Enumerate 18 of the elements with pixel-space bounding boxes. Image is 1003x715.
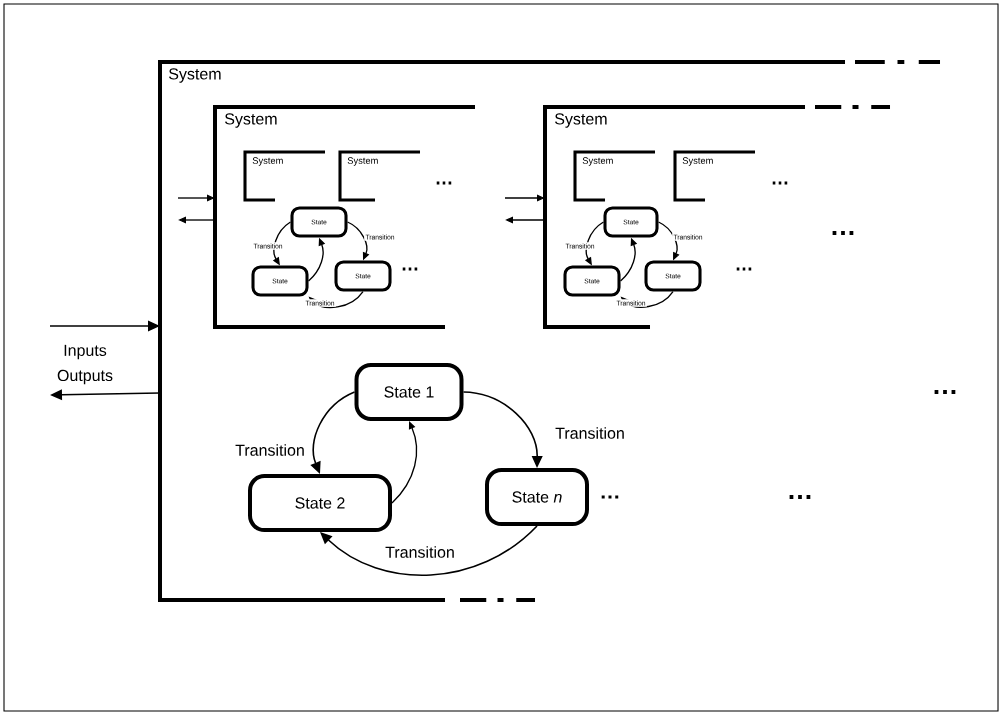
ellipsis: … — [789, 495, 811, 499]
arrow — [391, 421, 418, 504]
ellipsis: … — [772, 181, 788, 185]
edge-label: Transition — [233, 442, 307, 458]
system-bracket: System — [338, 150, 420, 202]
edge-label: Outputs — [55, 368, 115, 386]
ellipsis: … — [832, 231, 854, 235]
arrow — [320, 525, 538, 576]
edge-label: Inputs — [61, 343, 109, 361]
system-bracket: System — [243, 150, 325, 202]
state-box: State 2 — [248, 474, 392, 532]
edge-label: Transition — [553, 425, 627, 441]
state-box: State 1 — [354, 363, 464, 421]
system-bracket: System — [673, 150, 755, 202]
state-box: State n — [485, 468, 589, 526]
system-bracket: System — [573, 150, 655, 202]
edge-label: Transition — [383, 544, 457, 560]
ellipsis: … — [736, 267, 752, 271]
